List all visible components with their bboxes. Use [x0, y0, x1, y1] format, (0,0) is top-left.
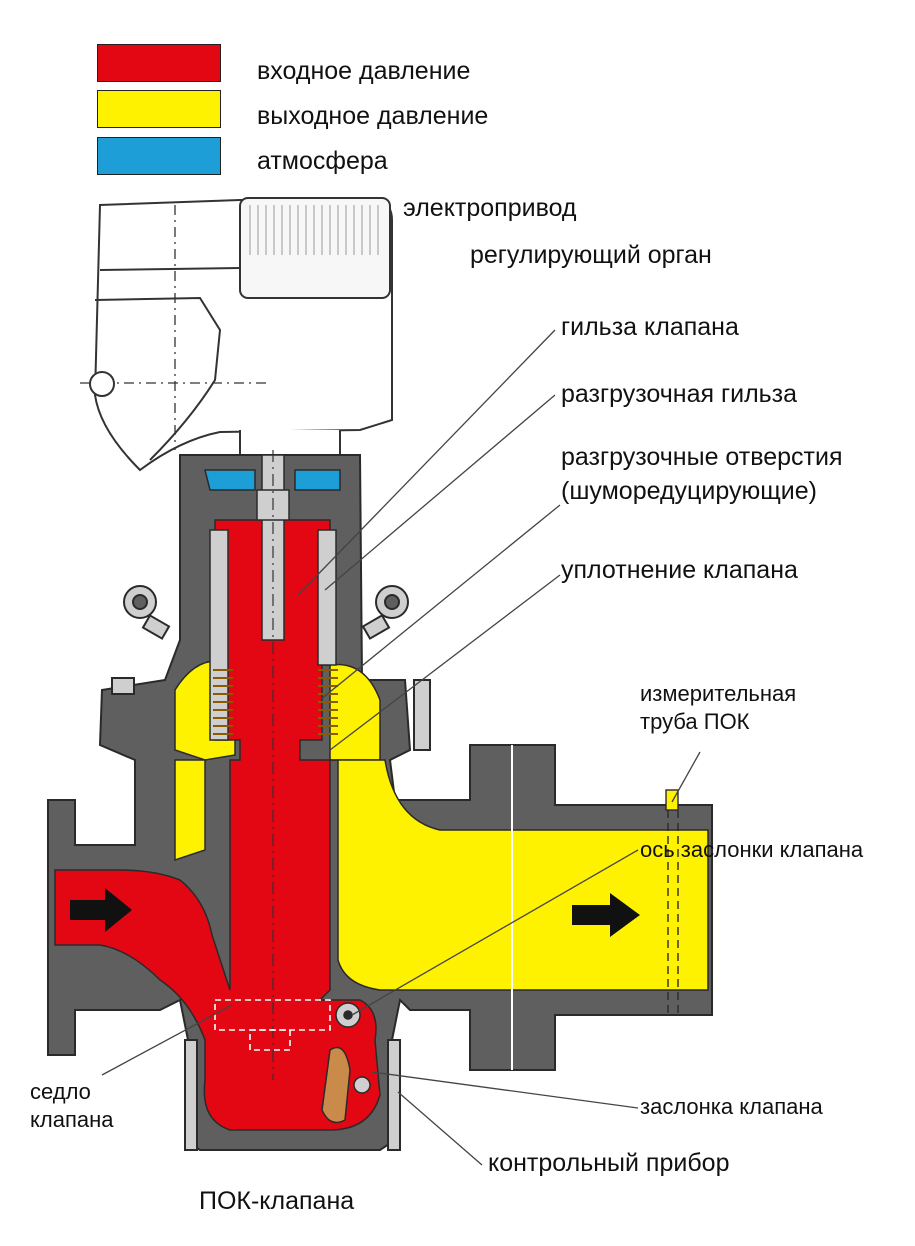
label-control-element: регулирующий орган	[470, 241, 712, 269]
caption: ПОК-клапана	[199, 1187, 355, 1215]
legend-label-outlet: выходное давление	[257, 102, 489, 130]
measuring-tube	[665, 789, 679, 1015]
leader-lines	[101, 329, 701, 1166]
eye-bolts	[111, 585, 431, 1151]
legend-label-atmosphere: атмосфера	[257, 147, 388, 175]
valve-seat-outline	[214, 999, 331, 1051]
label-valve-seal: уплотнение клапана	[561, 556, 798, 584]
label-measuring-tube: измерительная труба ПОК	[640, 681, 797, 734]
label-relief-sleeve: разгрузочная гильза	[561, 380, 798, 408]
label-valve-seat: седло клапана	[30, 1079, 114, 1132]
label-flap: заслонка клапана	[640, 1094, 823, 1119]
inlet-arrow-icon	[70, 888, 132, 932]
valve-flap	[321, 1002, 371, 1124]
legend-swatch-atmosphere	[97, 137, 221, 175]
label-control-device: контрольный прибор	[488, 1149, 730, 1177]
legend-label-inlet: входное давление	[257, 57, 471, 85]
actuator-knurl	[249, 205, 379, 255]
relief-springs	[213, 669, 338, 735]
inlet-pressure-zone	[54, 519, 381, 1131]
flow-arrows	[70, 888, 640, 937]
outlet-arrow-icon	[572, 893, 640, 937]
label-valve-sleeve: гильза клапана	[561, 313, 739, 341]
legend-swatch-inlet	[97, 44, 221, 82]
label-relief-holes: разгрузочные отверстия (шуморедуцирующие…	[561, 443, 843, 505]
valve-stem	[209, 454, 337, 741]
actuator-housing	[80, 197, 393, 472]
atmosphere-zone	[204, 469, 341, 491]
label-flap-axis: ось заслонки клапана	[640, 837, 864, 862]
legend-swatch-outlet	[97, 90, 221, 128]
label-actuator: электропривод	[403, 194, 577, 222]
